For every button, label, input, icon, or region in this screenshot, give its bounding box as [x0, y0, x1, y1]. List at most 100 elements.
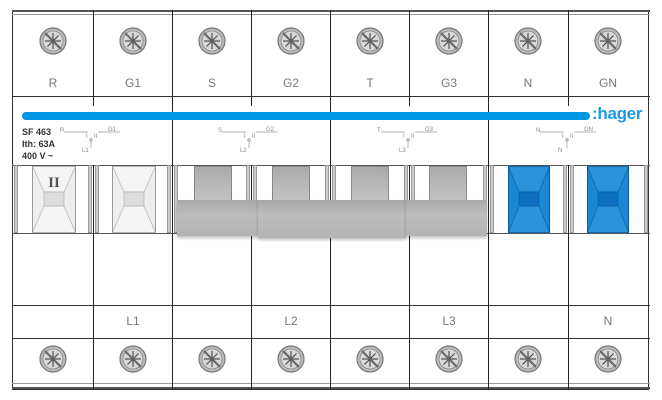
col-divider [409, 165, 410, 390]
terminal-label-g2: G2 [282, 76, 299, 90]
screw-icon[interactable] [435, 27, 463, 55]
col-divider [568, 165, 569, 390]
rail [563, 165, 567, 233]
svg-text:II: II [252, 134, 256, 140]
screw-icon[interactable] [277, 345, 305, 373]
svg-text:G3: G3 [425, 127, 434, 133]
switch-handle-6[interactable] [429, 166, 467, 202]
svg-text:GN: GN [584, 127, 593, 133]
handle-link-bar-center[interactable] [258, 200, 406, 238]
switch-handle-8[interactable] [587, 166, 629, 233]
col-divider [330, 165, 331, 390]
terminal-label-s: S [207, 76, 216, 90]
col-divider [251, 165, 252, 390]
col-divider [93, 10, 94, 106]
rail [644, 165, 648, 233]
switch-handle-1[interactable]: II [32, 166, 76, 233]
output-label-l1: L1 [126, 314, 140, 328]
terminal-label-t: T [366, 76, 374, 90]
screw-icon[interactable] [514, 345, 542, 373]
svg-text:I: I [562, 134, 564, 140]
rail [88, 165, 92, 233]
row-divider [12, 165, 650, 166]
row-divider [12, 305, 650, 306]
handle-link-bar-left[interactable] [177, 200, 258, 236]
svg-text:L1: L1 [82, 148, 89, 154]
screw-icon[interactable] [435, 345, 463, 373]
spec-block: SF 463 Ith: 63A 400 V ~ [22, 126, 55, 162]
output-label-n: N [603, 314, 613, 328]
rail [95, 165, 99, 233]
switch-handle-4[interactable] [272, 166, 310, 202]
svg-text:T: T [377, 128, 381, 134]
rail [14, 165, 18, 233]
switch-handle-5[interactable] [351, 166, 389, 202]
row-divider [12, 96, 650, 97]
svg-text:II: II [94, 134, 98, 140]
svg-text:G2: G2 [266, 127, 275, 133]
screw-icon[interactable] [514, 27, 542, 55]
col-divider [488, 10, 489, 106]
handle-link-bar-right[interactable] [406, 200, 487, 236]
screw-icon[interactable] [198, 27, 226, 55]
rail [570, 165, 574, 233]
terminal-label-n: N [523, 76, 533, 90]
col-divider [172, 165, 173, 390]
screw-icon[interactable] [119, 345, 147, 373]
svg-text:II: II [411, 134, 415, 140]
rail [167, 165, 171, 233]
group-divider [488, 106, 489, 165]
col-divider [172, 10, 173, 106]
svg-text:I: I [86, 134, 88, 140]
col-divider [488, 165, 489, 390]
accent-bar [22, 112, 590, 120]
svg-text:L3: L3 [399, 148, 406, 154]
brand-logo: :hager [592, 104, 643, 123]
row-divider [12, 338, 650, 339]
screw-icon[interactable] [356, 345, 384, 373]
group-divider [172, 106, 173, 165]
screw-icon[interactable] [277, 27, 305, 55]
top-edge [12, 10, 650, 15]
output-label-l2: L2 [284, 314, 298, 328]
switch-diagram-3: T G3 I II L3 [377, 127, 437, 154]
screw-icon[interactable] [39, 345, 67, 373]
screw-icon[interactable] [594, 27, 622, 55]
screw-icon[interactable] [594, 345, 622, 373]
bottom-edge [12, 383, 650, 389]
screw-icon[interactable] [119, 27, 147, 55]
col-divider [568, 10, 569, 106]
col-divider [251, 10, 252, 106]
svg-text:I: I [403, 134, 405, 140]
spec-model: SF 463 [22, 127, 52, 137]
screw-icon[interactable] [356, 27, 384, 55]
switch-handle-7[interactable] [508, 166, 550, 233]
switch-diagram-1: R G1 I II L1 [60, 127, 120, 154]
terminal-label-r: R [48, 76, 58, 90]
terminal-label-g3: G3 [440, 76, 457, 90]
svg-text:N: N [536, 128, 540, 134]
group-divider [330, 106, 331, 165]
svg-text:G1: G1 [108, 127, 117, 133]
svg-text:R: R [60, 128, 65, 134]
switch-handle-3[interactable] [194, 166, 232, 202]
rail [490, 165, 494, 233]
col-divider [93, 165, 94, 390]
spec-voltage: 400 V ~ [22, 151, 54, 161]
col-divider [330, 10, 331, 106]
output-label-l3: L3 [442, 314, 456, 328]
svg-text:N: N [558, 148, 562, 154]
terminal-label-g1: G1 [124, 76, 141, 90]
svg-text:L2: L2 [240, 148, 247, 154]
screw-icon[interactable] [198, 345, 226, 373]
col-divider [409, 10, 410, 106]
svg-text:I: I [244, 134, 246, 140]
spec-current: Ith: 63A [22, 139, 56, 149]
switch-handle-2[interactable] [112, 166, 156, 233]
rail [174, 165, 178, 233]
switch-diagram-4: N GN I II N [536, 127, 596, 154]
screw-icon[interactable] [39, 27, 67, 55]
switch-diagram-2: S G2 I II L2 [218, 127, 278, 154]
terminal-label-gn: GN [599, 76, 617, 90]
svg-text:II: II [570, 134, 574, 140]
